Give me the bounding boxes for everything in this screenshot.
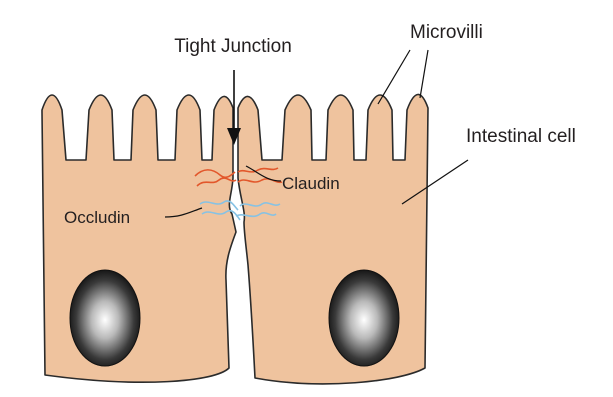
tight-junction-label: Tight Junction	[174, 36, 292, 57]
left-nucleus	[70, 270, 140, 366]
microvilli-pointer-1	[378, 50, 410, 104]
microvilli-pointer-2	[420, 50, 428, 98]
intestinal-cell-label: Intestinal cell	[466, 126, 576, 147]
left-intestinal-cell	[42, 95, 236, 382]
microvilli-label: Microvilli	[410, 22, 483, 43]
occludin-label: Occludin	[64, 208, 130, 227]
right-nucleus	[329, 270, 399, 366]
claudin-label: Claudin	[282, 174, 340, 193]
